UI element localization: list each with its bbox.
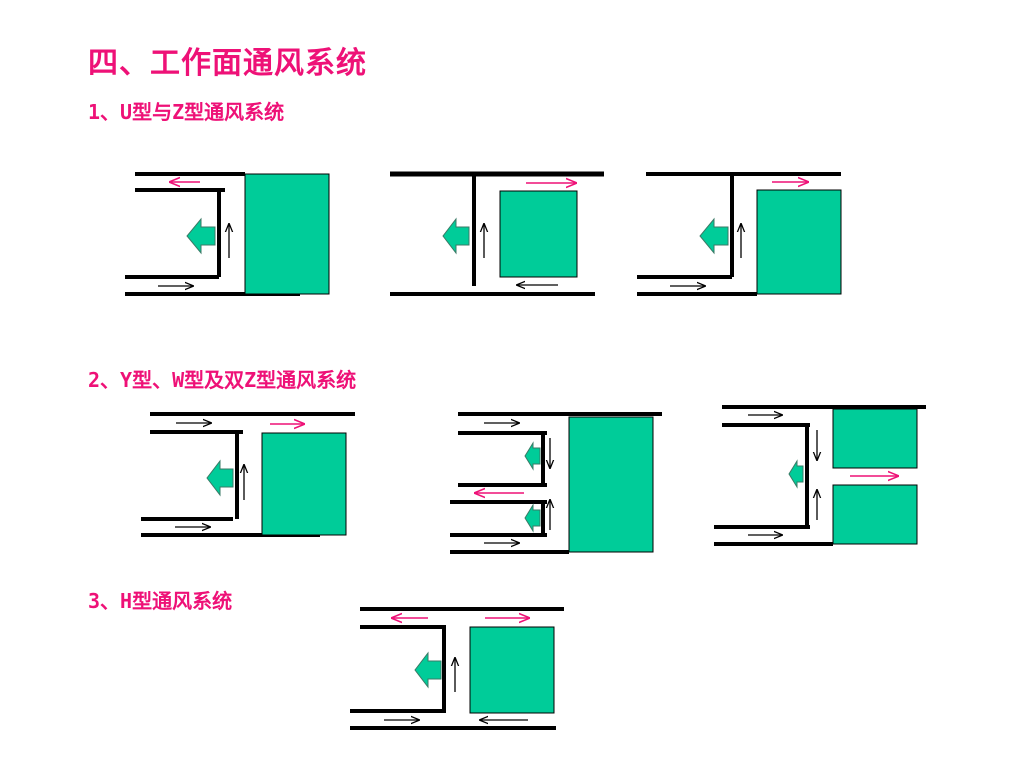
working-face xyxy=(568,416,654,553)
working-face xyxy=(469,626,555,714)
diagram-y-type xyxy=(141,412,355,537)
working-face xyxy=(756,189,842,295)
airflow-direction-icon xyxy=(699,217,729,255)
working-face xyxy=(244,173,330,295)
section-label-u-z: 1、U型与Z型通风系统 xyxy=(88,100,285,124)
working-face xyxy=(499,190,578,278)
airflow-direction-icon xyxy=(414,651,442,689)
working-face xyxy=(832,408,918,469)
working-face xyxy=(261,432,347,536)
section-label-y-w-doublez: 2、Y型、W型及双Z型通风系统 xyxy=(88,368,357,392)
diagram-w-type xyxy=(450,412,662,554)
diagram-u-type xyxy=(125,172,330,296)
airflow-direction-icon xyxy=(442,217,470,255)
airflow-direction-icon xyxy=(788,459,804,489)
airflow-direction-icon xyxy=(524,441,541,471)
diagram-double-z-type xyxy=(714,405,926,546)
page-title: 四、工作面通风系统 xyxy=(88,46,367,81)
diagram-z-type xyxy=(390,171,604,296)
section-label-h: 3、H型通风系统 xyxy=(88,589,233,613)
diagram-u-type-variant xyxy=(637,172,842,296)
diagram-h-type xyxy=(350,607,564,730)
airflow-direction-icon xyxy=(206,459,234,497)
airflow-direction-icon xyxy=(186,217,216,255)
working-face xyxy=(832,484,918,545)
airflow-direction-icon xyxy=(524,503,541,533)
